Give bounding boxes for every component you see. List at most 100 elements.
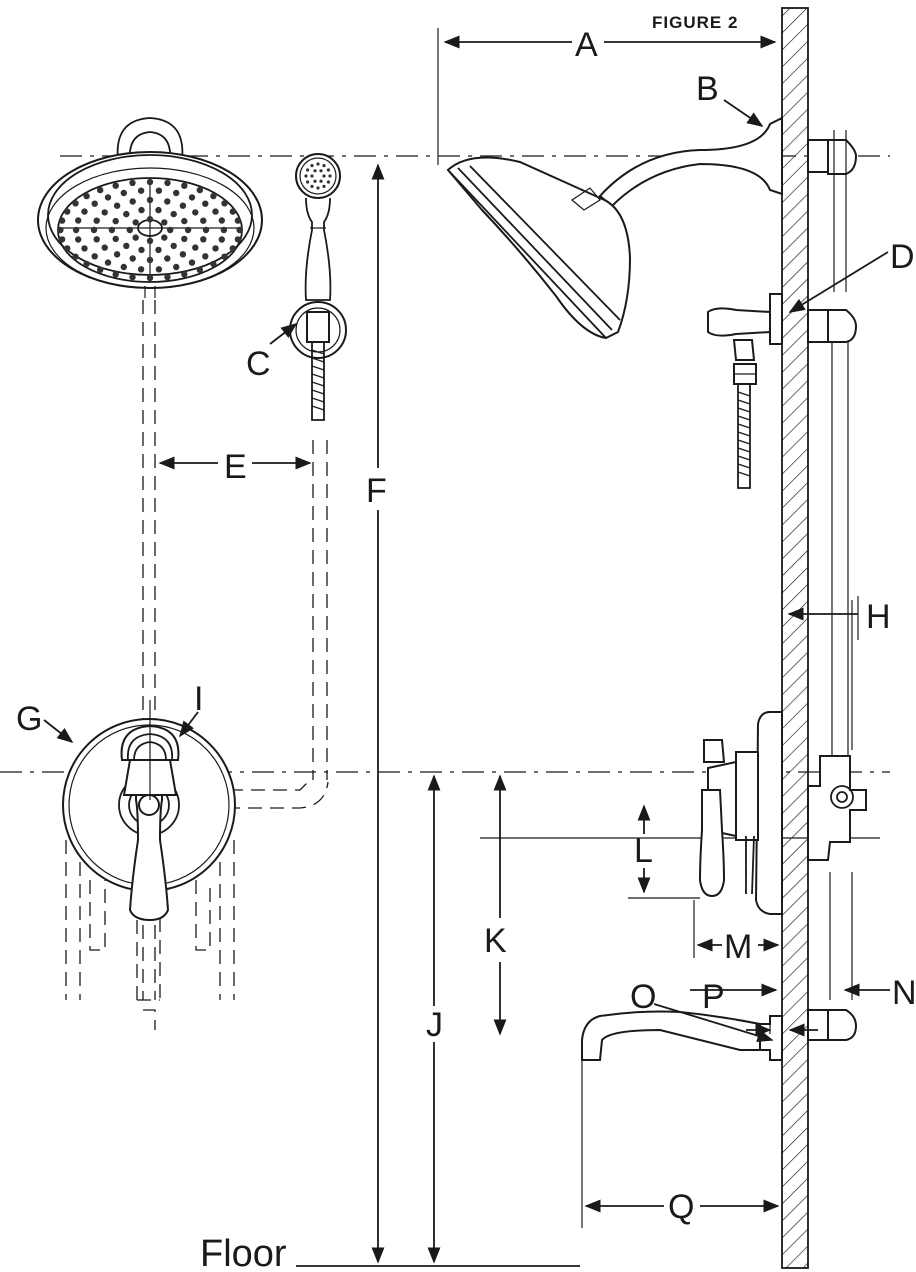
nozzle-dot — [210, 260, 217, 268]
nozzle-dot — [202, 200, 209, 207]
nozzle-dot — [181, 271, 188, 278]
nozzle-dot — [91, 253, 98, 260]
nozzle-dot — [181, 182, 188, 189]
nozzle-dot — [212, 245, 219, 252]
nozzle-dot — [112, 217, 119, 225]
wall-section — [781, 7, 809, 1269]
nozzle-dot — [181, 235, 188, 243]
nozzle-dot — [137, 266, 145, 273]
nozzle-dot — [126, 226, 133, 234]
nozzle-dot — [63, 208, 71, 215]
nozzle-dot — [112, 235, 119, 243]
front-valve-trim — [62, 718, 236, 922]
nozzle-dot — [123, 210, 130, 218]
nozzle-dot — [58, 217, 66, 224]
nozzle-dot — [220, 226, 228, 234]
nozzle-dot — [200, 217, 207, 224]
nozzle-dot — [137, 187, 145, 194]
callout-o: O — [630, 978, 656, 1016]
callout-j: J — [426, 1006, 443, 1044]
floor-label: Floor — [200, 1233, 287, 1272]
callout-p: P — [702, 978, 725, 1016]
nozzle-dot — [200, 236, 207, 243]
callout-d: D — [890, 238, 915, 276]
dimension-lines — [43, 35, 890, 1267]
hand-nozzle-dot — [328, 174, 332, 178]
nozzle-dot — [218, 217, 225, 224]
nozzle-dot — [104, 259, 112, 266]
nozzle-dot — [72, 253, 79, 260]
callout-i: I — [194, 680, 203, 718]
nozzle-dot — [146, 216, 154, 223]
nozzle-dot — [155, 187, 163, 194]
hand-nozzle-dot — [313, 179, 317, 183]
nozzle-dot — [129, 273, 136, 281]
nozzle-dot — [210, 192, 217, 200]
nozzle-dot — [90, 226, 98, 234]
nozzle-dot — [212, 208, 219, 215]
nozzle-dot — [81, 245, 88, 252]
hand-nozzle-dot — [306, 168, 310, 172]
hand-nozzle-dot — [322, 184, 326, 188]
hand-nozzle-dot — [319, 169, 323, 173]
nozzle-dot — [63, 245, 71, 252]
nozzle-dot — [234, 236, 242, 243]
callout-f: F — [366, 472, 387, 510]
hand-nozzle-dot — [316, 186, 320, 190]
nozzle-dot — [129, 198, 136, 205]
nozzle-dot — [229, 245, 236, 252]
nozzle-dot — [146, 256, 154, 264]
front-tub-spout — [120, 700, 180, 800]
callout-l: L — [634, 832, 653, 870]
nozzle-dot — [170, 210, 177, 218]
nozzle-dot — [108, 226, 116, 234]
callout-c: C — [246, 345, 271, 383]
nozzle-dot — [104, 194, 112, 201]
nozzle-dot — [236, 226, 243, 234]
nozzle-dot — [120, 189, 128, 197]
callout-a: A — [575, 26, 598, 64]
nozzle-dot — [123, 242, 130, 250]
nozzle-dot — [57, 226, 64, 234]
nozzle-dot — [218, 236, 225, 243]
nozzle-dot — [146, 274, 154, 282]
nozzle-dot — [112, 271, 119, 278]
hand-nozzle-dot — [304, 174, 308, 178]
nozzle-dot — [97, 266, 104, 274]
callout-b: B — [696, 70, 719, 108]
hand-nozzle-dot — [322, 174, 326, 178]
hand-nozzle-dot — [310, 164, 314, 168]
nozzle-dot — [234, 217, 242, 224]
nozzle-dot — [72, 226, 80, 234]
nozzle-dot — [132, 219, 139, 226]
hand-nozzle-dot — [316, 162, 320, 166]
side-tub-spout — [581, 1010, 783, 1061]
nozzle-dot — [161, 219, 168, 226]
nozzle-dot — [81, 208, 88, 215]
callout-q: Q — [668, 1188, 694, 1226]
callout-e: E — [224, 448, 247, 486]
nozzle-dot — [167, 226, 174, 234]
hand-nozzle-dot — [310, 184, 314, 188]
nozzle-dot — [181, 217, 188, 225]
nozzle-dot — [164, 198, 171, 205]
nozzle-dot — [164, 255, 171, 262]
nozzle-dot — [170, 242, 177, 250]
side-valve-handle — [698, 711, 783, 915]
hand-nozzle-dot — [326, 180, 330, 184]
nozzle-dot — [112, 182, 119, 189]
nozzle-dot — [72, 200, 79, 207]
hand-nozzle-dot — [306, 180, 310, 184]
figure-title: FIGURE 2 — [652, 13, 738, 32]
nozzle-dot — [192, 209, 199, 216]
nozzle-dot — [146, 178, 154, 186]
nozzle-dot — [196, 266, 203, 274]
hand-nozzle-dot — [322, 164, 326, 168]
nozzle-dot — [138, 246, 145, 254]
nozzle-dot — [75, 236, 82, 243]
side-shower-arm-head — [446, 116, 783, 340]
nozzle-dot — [129, 179, 136, 187]
front-hand-shower — [289, 153, 347, 421]
side-hand-shower-outlet — [707, 293, 783, 489]
